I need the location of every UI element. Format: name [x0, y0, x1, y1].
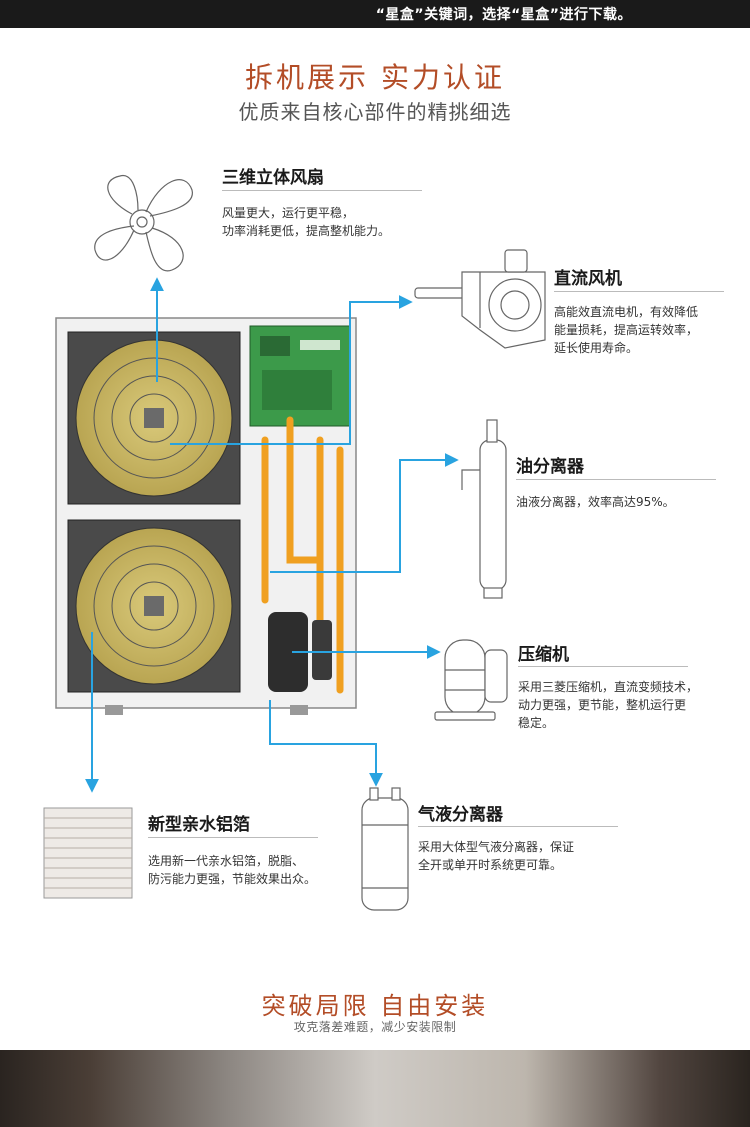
aluminum-foil-desc: 选用新一代亲水铝箔，脱脂、 防污能力更强，节能效果出众。	[148, 854, 317, 886]
oil-separator-title: 油分离器	[516, 457, 584, 477]
oil-separator-illustration	[461, 419, 507, 599]
compressor-desc: 采用三菱压缩机，直流变频技术， 动力更强，更节能，整机运行更 稳定。	[518, 680, 699, 730]
gas-liquid-separator-desc: 采用大体型气液分离器，保证 全开或单开时系统更可靠。	[418, 840, 575, 872]
compressor-rule	[518, 666, 688, 667]
dc-motor-rule	[554, 291, 724, 292]
compressor-illustration	[434, 639, 508, 721]
dc-motor-illustration	[414, 249, 546, 349]
fan-desc: 风量更大，运行更平稳， 功率消耗更低，提高整机能力。	[222, 206, 391, 238]
oil-separator-desc: 油液分离器，效率高达95%。	[516, 495, 675, 509]
aluminum-foil-illustration	[43, 807, 133, 899]
aluminum-foil-title: 新型亲水铝箔	[148, 815, 250, 835]
download-hint: “星盒”关键词，选择“星盒”进行下载。	[375, 7, 632, 23]
outdoor-unit	[55, 317, 357, 715]
exploded-diagram	[43, 175, 546, 911]
page-title: 拆机展示 实力认证	[245, 61, 505, 94]
compressor-title: 压缩机	[518, 645, 569, 665]
gas-liquid-separator-title: 气液分离器	[418, 805, 503, 825]
gas-liquid-separator-rule	[418, 826, 618, 827]
fan-title: 三维立体风扇	[222, 168, 324, 188]
top-banner: “星盒”关键词，选择“星盒”进行下载。	[0, 0, 750, 28]
install-subtitle: 攻克落差难题，减少安装限制	[293, 1020, 457, 1034]
callout-arrows	[85, 277, 459, 793]
install-title: 突破局限 自由安装	[261, 992, 489, 1020]
page-subtitle: 优质来自核心部件的精挑细选	[238, 100, 512, 124]
dc-motor-desc: 高能效直流电机，有效降低 能量损耗，提高运转效率， 延长使用寿命。	[554, 305, 699, 355]
installation-photo	[0, 1050, 750, 1127]
fan-illustration	[94, 175, 193, 272]
aluminum-foil-rule	[148, 837, 318, 838]
oil-separator-rule	[516, 479, 716, 480]
fan-rule	[222, 190, 422, 191]
gas-liquid-separator-illustration	[361, 787, 409, 911]
dc-motor-title: 直流风机	[554, 269, 622, 289]
